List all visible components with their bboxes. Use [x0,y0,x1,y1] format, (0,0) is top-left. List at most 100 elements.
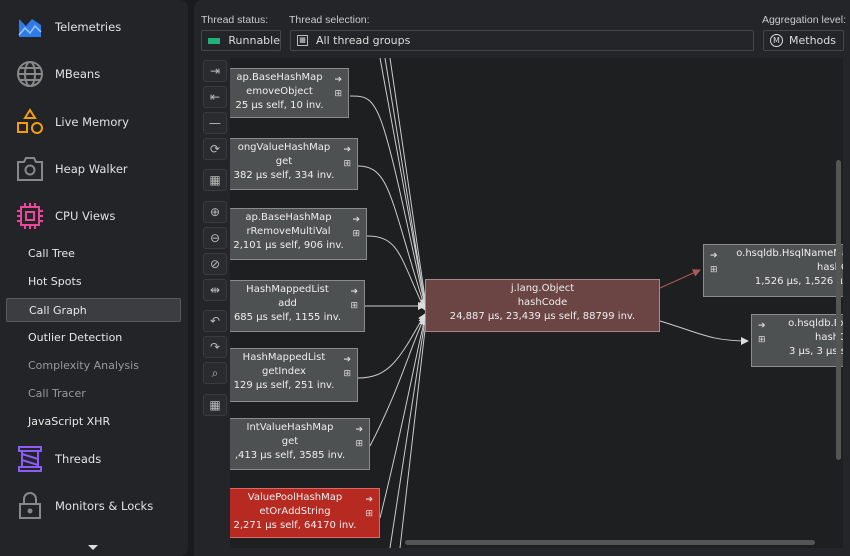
expand-plus-icon[interactable]: ⊞ [350,301,358,311]
node-stats: 685 µs self, 1155 inv. [233,312,342,323]
cpu-icon [17,203,43,229]
navigate-arrow-icon[interactable]: ➔ [355,425,363,435]
node-stats: 3 µs, 3 µs s [789,346,843,357]
method-node[interactable]: o.hsqldb.Ex hashC 3 µs, 3 µs s ➔ ⊞ [751,314,843,367]
sidebar-item-call-tree[interactable]: Call Tree [28,247,75,260]
expand-plus-icon[interactable]: ⊞ [334,89,342,99]
node-stats: 2,271 µs self, 64170 inv. [233,520,357,531]
node-stats: 129 µs self, 251 inv. [233,380,335,391]
navigate-arrow-icon[interactable]: ➔ [365,495,373,505]
refresh-icon[interactable]: ⟳ [203,138,227,160]
redo-icon[interactable]: ↷ [203,336,227,358]
method-node[interactable]: o.hsqldb.HsqlNameMahashC1,526 µs, 1,526 … [703,244,843,297]
vertical-scrollbar[interactable] [836,160,841,460]
edge [357,165,427,309]
sidebar-item-live-memory[interactable]: Live Memory [16,106,129,138]
horizontal-scrollbar[interactable] [405,540,815,545]
expand-incoming-button[interactable]: ⇤ [203,86,227,108]
node-class: j.lang.Object [510,283,575,294]
edge [349,95,428,307]
zoom-fit-icon[interactable]: ⊘ [203,253,227,275]
navigate-arrow-icon[interactable]: ➔ [710,251,718,261]
calculator-icon[interactable]: ▦ [203,169,227,191]
undo-icon[interactable]: ↶ [203,310,227,332]
expand-plus-icon[interactable]: ⊞ [352,229,360,239]
thread-selection-select[interactable]: ▦All thread groups [290,30,754,51]
sidebar-item-call-graph[interactable]: Call Graph [6,298,181,322]
expand-plus-icon[interactable]: ⊞ [710,265,718,275]
edge [389,319,427,548]
methods-icon: M [770,34,783,47]
expand-plus-icon[interactable]: ⊞ [758,335,766,345]
node-method: etOrAddString [259,506,331,517]
edge [659,320,749,345]
aggregation-label: Aggregation level: [761,14,846,26]
thread-status-select[interactable]: Runnable [201,30,281,51]
sidebar-item-call-tracer[interactable]: Call Tracer [28,387,86,400]
edge [379,317,428,519]
node-method: get [275,156,293,167]
navigate-arrow-icon[interactable]: ➔ [758,321,766,331]
node-class: ap.BaseHashMap [236,72,323,83]
telemetries-icon [18,19,42,37]
sidebar-item-telemetries[interactable]: Telemetries [16,11,121,43]
layout-grid-icon[interactable]: ▦ [203,394,227,416]
node-stats: 1,526 µs, 1,526 µs [754,276,843,287]
remove-button[interactable]: — [203,112,227,134]
navigate-arrow-icon[interactable]: ➔ [343,355,351,365]
sidebar-item-mbeans[interactable]: MBeans [16,58,100,90]
globe-icon [17,61,43,87]
sidebar-item-hot-spots[interactable]: Hot Spots [28,275,82,288]
sidebar-item-heap-walker[interactable]: Heap Walker [16,153,128,185]
thread-selection-label: Thread selection: [289,14,370,26]
edge [357,313,426,379]
fit-width-icon[interactable]: ⇹ [203,279,227,301]
expand-plus-icon[interactable]: ⊞ [365,509,373,519]
node-method: hashC [815,332,843,343]
search-icon[interactable]: ⌕ [203,362,227,384]
navigate-arrow-icon[interactable]: ➔ [350,287,358,297]
status-color-swatch [208,37,221,44]
navigate-arrow-icon[interactable]: ➔ [343,145,351,155]
node-stats: ,413 µs self, 3585 inv. [234,450,346,461]
node-method: get [281,436,299,447]
expand-plus-icon[interactable]: ⊞ [343,159,351,169]
node-method: add [278,298,297,309]
sidebar-item-javascript-xhr[interactable]: JavaScript XHR [28,415,111,428]
node-stats: 382 µs self, 334 inv. [233,170,335,181]
expand-outgoing-button[interactable]: ⇥ [203,60,227,82]
camera-icon [17,157,43,181]
sidebar: Telemetries MBeans Live Memory Heap Walk… [0,0,188,556]
navigate-arrow-icon[interactable]: ➔ [352,215,360,225]
edge [366,235,426,311]
focused-method-node[interactable]: j.lang.Object hashCode 24,887 µs, 23,439 µ… [425,279,660,332]
node-method: hashCode [517,297,568,308]
expand-plus-icon[interactable]: ⊞ [355,439,363,449]
spool-icon [18,446,42,472]
node-class: HashMappedList [242,352,326,363]
edge [379,58,427,306]
node-stats: 24,887 µs, 23,439 µs self, 88799 inv. [449,311,636,322]
navigate-arrow-icon[interactable]: ➔ [334,75,342,85]
sidebar-item-complexity-analysis[interactable]: Complexity Analysis [28,359,139,372]
shapes-icon [17,108,43,134]
sidebar-item-cpu-views[interactable]: CPU Views [16,200,115,232]
expand-plus-icon[interactable]: ⊞ [343,369,351,379]
zoom-out-icon[interactable]: ⊖ [203,227,227,249]
graph-edges [349,58,749,548]
sidebar-item-threads[interactable]: Threads [16,443,101,475]
sidebar-item-monitors-locks[interactable]: Monitors & Locks [16,490,153,522]
node-class: o.hsqldb.Ex [788,318,843,329]
zoom-in-icon[interactable]: ⊕ [203,201,227,223]
scroll-down-icon[interactable] [88,545,98,550]
sidebar-item-outlier-detection[interactable]: Outlier Detection [28,331,123,344]
